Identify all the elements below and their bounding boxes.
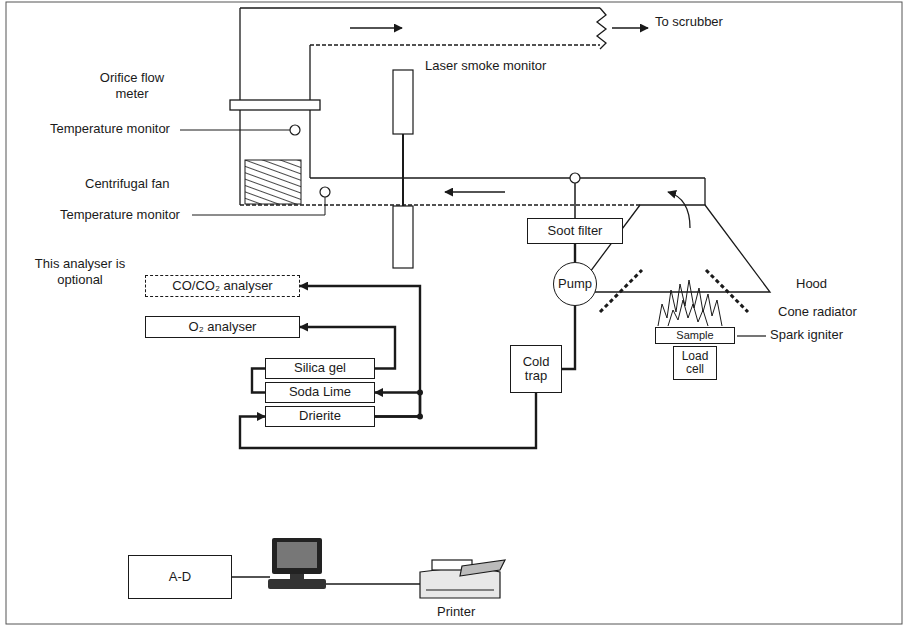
temperature-probe (320, 187, 330, 197)
analyser-box: O₂ analyser (145, 316, 300, 338)
box-text: Sample (676, 329, 713, 341)
radiator-coil (706, 270, 748, 312)
sample-box: Sample (655, 327, 735, 344)
flow-arrow (612, 27, 648, 28)
box-text: Drierite (299, 409, 341, 423)
flow-arrow (350, 27, 402, 28)
figure-frame (6, 2, 902, 624)
junction-dot (417, 414, 423, 420)
box-text: Cold trap (515, 355, 557, 384)
sampling-ring (570, 173, 580, 183)
part-label: Cone radiator (778, 304, 857, 320)
analyser-box: CO/CO₂ analyser (145, 275, 300, 297)
part-label: Hood (796, 276, 827, 292)
part-label: Spark igniter (770, 327, 843, 343)
part-label: Laser smoke monitor (425, 58, 546, 74)
gas-line (252, 369, 265, 393)
desiccant-box: Silica gel (265, 358, 375, 379)
part-label: Temperature monitor (50, 121, 170, 137)
filter-box: Soot filter (527, 218, 623, 244)
pump-circle: Pump (553, 262, 597, 306)
fan-symbol (245, 160, 301, 204)
gas-line (562, 306, 575, 369)
box-text: Soot filter (548, 224, 603, 238)
data-cable (326, 583, 420, 585)
box-text: Load cell (678, 350, 712, 376)
part-label: Temperature monitor (60, 207, 180, 223)
note-label: This analyser is optional (16, 256, 144, 287)
part-label: Centrifugal fan (85, 176, 170, 192)
temperature-probe (290, 125, 300, 135)
data-cable (232, 576, 270, 578)
box-text: Silica gel (294, 361, 346, 375)
cold-trap-box: Cold trap (510, 345, 562, 393)
laser-beam (402, 134, 404, 206)
desiccant-box: Drierite (265, 406, 375, 427)
part-label: Orifice flow meter (92, 70, 172, 101)
box-text: Soda Lime (289, 385, 351, 399)
printer-icon (420, 560, 505, 598)
flow-arrow (445, 191, 505, 192)
gas-line (375, 393, 420, 417)
computer-icon (268, 538, 326, 589)
flames (658, 280, 722, 326)
box-text: A-D (169, 570, 191, 584)
leader-line (180, 130, 290, 131)
box-text: O₂ analyser (189, 320, 257, 334)
junction-dot (417, 390, 423, 396)
gas-line (574, 244, 576, 262)
load-cell-box: Load cell (673, 346, 717, 380)
igniter-rod (737, 335, 766, 336)
laser-receiver (393, 206, 413, 268)
converter-box: A-D (128, 555, 232, 599)
laser-emitter (393, 70, 413, 134)
orifice-plate (230, 100, 320, 110)
radiator-coil (600, 270, 642, 312)
part-label: Printer (437, 604, 475, 620)
sample-line (574, 183, 576, 218)
absorbent-box: Soda Lime (265, 382, 375, 403)
flow-arrow (668, 192, 690, 228)
box-text: Pump (558, 277, 592, 291)
flow-label: To scrubber (655, 14, 723, 30)
box-text: CO/CO₂ analyser (172, 279, 272, 293)
